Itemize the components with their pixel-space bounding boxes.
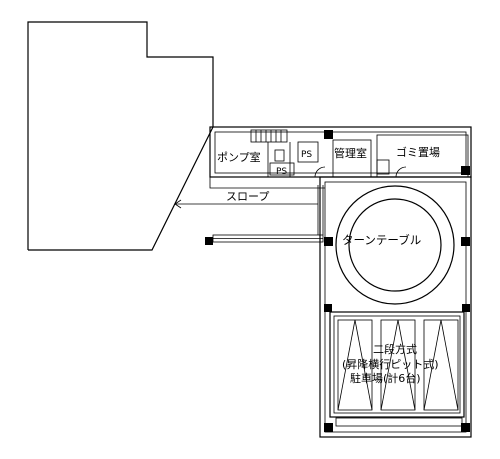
parking-label-line1: 二段方式 xyxy=(373,342,417,356)
pump-room-label: ポンプ室 xyxy=(217,150,261,164)
bottom-wall-strip xyxy=(335,417,463,427)
toilet-fixture xyxy=(274,149,285,162)
turntable-inner xyxy=(348,198,442,292)
parking-bay-2 xyxy=(380,319,416,411)
adjacent-building-outline xyxy=(27,21,214,251)
ps-upper-shaft xyxy=(297,141,319,163)
parking-block-wall xyxy=(319,176,472,438)
management-room-label: 管理室 xyxy=(334,146,367,160)
parking-label-line2: (昇降横行ピット式) xyxy=(342,357,439,371)
parking-pit-outer xyxy=(329,311,465,418)
parking-label-line3: 駐車場(計6台) xyxy=(350,371,421,385)
door-swing xyxy=(314,166,326,178)
stairs xyxy=(250,129,288,143)
slope-label: スロープ xyxy=(226,190,269,203)
ps-lower-label: PS xyxy=(276,167,287,177)
service-block-inner-wall xyxy=(214,131,467,174)
parking-pit-inner xyxy=(333,315,461,414)
garbage-storage-label: ゴミ置場 xyxy=(396,145,440,159)
parking-bay-1 xyxy=(337,319,373,411)
ps-upper-label: PS xyxy=(301,150,312,160)
turntable-outer xyxy=(335,185,455,305)
ps-lower-shaft xyxy=(269,162,295,176)
structural-columns xyxy=(205,130,470,432)
parking-bay-3 xyxy=(423,319,459,411)
turntable-label: ターンテーブル xyxy=(342,233,421,247)
slope-boundary xyxy=(209,177,325,189)
fixture xyxy=(376,159,390,175)
door-swing xyxy=(395,166,407,178)
slope-arrowhead xyxy=(174,199,182,209)
parking-block-inner-wall xyxy=(324,181,467,433)
